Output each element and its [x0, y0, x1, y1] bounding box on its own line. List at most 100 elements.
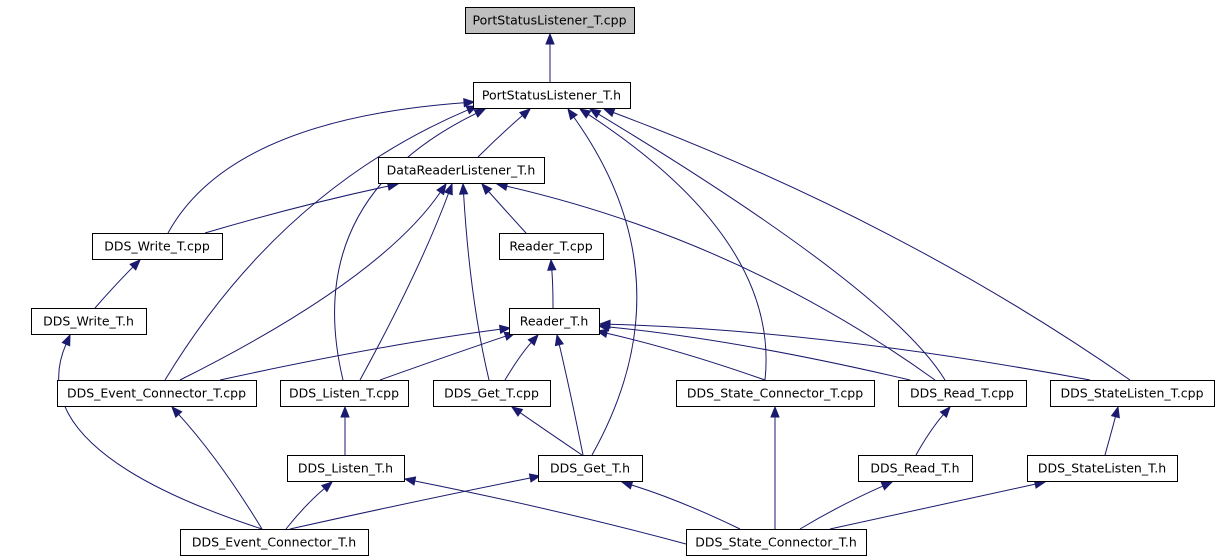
node-label: DDS_State_Connector_T.h	[695, 535, 857, 550]
arrowhead-icon	[527, 333, 539, 346]
graph-nodes: PortStatusListener_T.cppPortStatusListen…	[31, 7, 1215, 556]
node-dds-write-t-cpp[interactable]: DDS_Write_T.cpp	[92, 233, 223, 260]
node-dds-state-connector-t-h[interactable]: DDS_State_Connector_T.h	[686, 529, 867, 556]
node-reader-t-h[interactable]: Reader_T.h	[509, 308, 600, 335]
node-dds-read-t-cpp[interactable]: DDS_Read_T.cpp	[898, 380, 1027, 407]
edge-dds-state-connector-t-h-to-dds-read-t-h	[799, 481, 894, 530]
edge-dds-get-t-h-to-portstatuslistener-t-h	[567, 107, 638, 456]
node-dds-get-t-h[interactable]: DDS_Get_T.h	[538, 455, 643, 482]
edge-dds-write-t-cpp-to-portstatuslistener-t-h	[167, 98, 476, 234]
edge-line	[477, 115, 523, 158]
node-portstatuslistener-t-cpp[interactable]: PortStatusListener_T.cpp	[465, 7, 635, 34]
arrowhead-icon	[545, 32, 555, 45]
node-box	[287, 455, 405, 482]
edge-line	[631, 484, 741, 530]
arrowhead-icon	[340, 405, 350, 418]
node-label: Reader_T.cpp	[509, 239, 592, 254]
edge-dds-statelisten-t-cpp-to-portstatuslistener-t-h	[602, 108, 1131, 381]
node-box	[1027, 455, 1178, 482]
arrowhead-icon	[880, 481, 894, 491]
node-label: DDS_Write_T.cpp	[104, 239, 210, 254]
node-dds-write-t-h[interactable]: DDS_Write_T.h	[31, 308, 147, 335]
node-box	[1050, 380, 1215, 407]
edge-line	[799, 485, 884, 530]
edge-line	[414, 480, 687, 545]
arrowhead-icon	[498, 324, 512, 335]
node-reader-t-cpp[interactable]: Reader_T.cpp	[499, 233, 604, 260]
edge-dds-event-connector-t-h-to-dds-listen-t-h	[285, 481, 334, 530]
arrowhead-icon	[939, 405, 951, 419]
arrowhead-icon	[547, 258, 557, 271]
edge-line	[359, 193, 449, 381]
node-label: DDS_Listen_T.h	[298, 461, 393, 476]
edge-dds-event-connector-t-cpp-to-datareaderlistener-t-h	[179, 182, 447, 381]
edge-line	[504, 342, 532, 381]
edge-line	[606, 332, 766, 381]
node-label: DDS_Get_T.cpp	[444, 386, 539, 401]
node-label: DDS_Write_T.h	[43, 314, 134, 329]
node-label: Reader_T.h	[520, 314, 589, 329]
node-label: PortStatusListener_T.cpp	[472, 13, 626, 28]
arrowhead-icon	[588, 108, 602, 119]
edge-line	[608, 326, 911, 381]
node-datareaderlistener-t-h[interactable]: DataReaderListener_T.h	[378, 157, 545, 184]
node-dds-statelisten-t-h[interactable]: DDS_StateListen_T.h	[1027, 455, 1178, 482]
node-label: DDS_StateListen_T.cpp	[1060, 386, 1203, 401]
edge-dds-listen-t-h-to-dds-listen-t-cpp	[340, 405, 350, 456]
node-box	[433, 380, 551, 407]
node-dds-event-connector-t-h[interactable]: DDS_Event_Connector_T.h	[180, 529, 369, 556]
node-dds-state-connector-t-cpp[interactable]: DDS_State_Connector_T.cpp	[676, 380, 875, 407]
node-dds-event-connector-t-cpp[interactable]: DDS_Event_Connector_T.cpp	[57, 380, 257, 407]
node-box	[898, 380, 1027, 407]
edge-dds-read-t-cpp-to-datareaderlistener-t-h	[495, 181, 936, 381]
edge-line	[219, 328, 501, 381]
node-dds-listen-t-cpp[interactable]: DDS_Listen_T.cpp	[280, 380, 409, 407]
node-dds-get-t-cpp[interactable]: DDS_Get_T.cpp	[433, 380, 551, 407]
arrowhead-icon	[61, 333, 71, 347]
node-box	[499, 233, 604, 260]
node-box	[180, 529, 369, 556]
arrowhead-icon	[443, 182, 453, 196]
edge-dds-get-t-h-to-reader-t-h	[554, 333, 584, 456]
node-dds-read-t-h[interactable]: DDS_Read_T.h	[858, 455, 973, 482]
edge-reader-t-h-to-reader-t-cpp	[547, 258, 557, 309]
arrowhead-icon	[463, 98, 476, 108]
node-dds-statelisten-t-cpp[interactable]: DDS_StateListen_T.cpp	[1050, 380, 1215, 407]
edge-line	[178, 414, 263, 530]
arrowhead-icon	[598, 319, 611, 330]
edge-dds-listen-t-cpp-to-datareaderlistener-t-h	[359, 182, 453, 381]
node-label: DDS_Listen_T.cpp	[289, 386, 399, 401]
edge-dds-state-connector-t-h-to-dds-get-t-h	[620, 480, 741, 530]
node-box	[280, 380, 409, 407]
node-portstatuslistener-t-h[interactable]: PortStatusListener_T.h	[473, 82, 631, 109]
edge-dds-event-connector-t-cpp-to-reader-t-h	[219, 324, 512, 381]
edge-line	[164, 109, 468, 381]
node-box	[858, 455, 973, 482]
edge-line	[94, 266, 134, 309]
edge-line	[289, 477, 531, 530]
edge-dds-statelisten-t-h-to-dds-statelisten-t-cpp	[1104, 405, 1120, 456]
arrowhead-icon	[129, 259, 141, 271]
edge-line	[463, 193, 490, 381]
edge-dds-state-connector-t-cpp-to-portstatuslistener-t-h	[578, 108, 767, 381]
edge-dds-statelisten-t-cpp-to-reader-t-h	[598, 319, 1091, 381]
edge-dds-state-connector-t-cpp-to-reader-t-h	[595, 328, 766, 381]
arrowhead-icon	[1110, 405, 1120, 419]
edge-dds-state-connector-t-h-to-dds-state-connector-t-cpp	[770, 405, 780, 529]
edge-line	[1104, 416, 1116, 456]
edge-line	[204, 185, 389, 234]
arrowhead-icon	[320, 481, 334, 493]
edge-dds-read-t-cpp-to-portstatuslistener-t-h	[588, 108, 946, 381]
arrowhead-icon	[473, 108, 487, 118]
edge-dds-state-connector-t-h-to-dds-listen-t-h	[403, 476, 687, 545]
edge-dds-write-t-cpp-to-datareaderlistener-t-h	[204, 181, 400, 234]
node-dds-listen-t-h[interactable]: DDS_Listen_T.h	[287, 455, 405, 482]
node-label: DDS_Read_T.cpp	[910, 386, 1014, 401]
node-box	[31, 308, 147, 335]
arrowhead-icon	[528, 473, 542, 483]
arrowhead-icon	[403, 476, 417, 486]
edge-dds-read-t-h-to-dds-read-t-cpp	[915, 405, 951, 456]
node-box	[538, 455, 643, 482]
edge-line	[573, 116, 638, 456]
